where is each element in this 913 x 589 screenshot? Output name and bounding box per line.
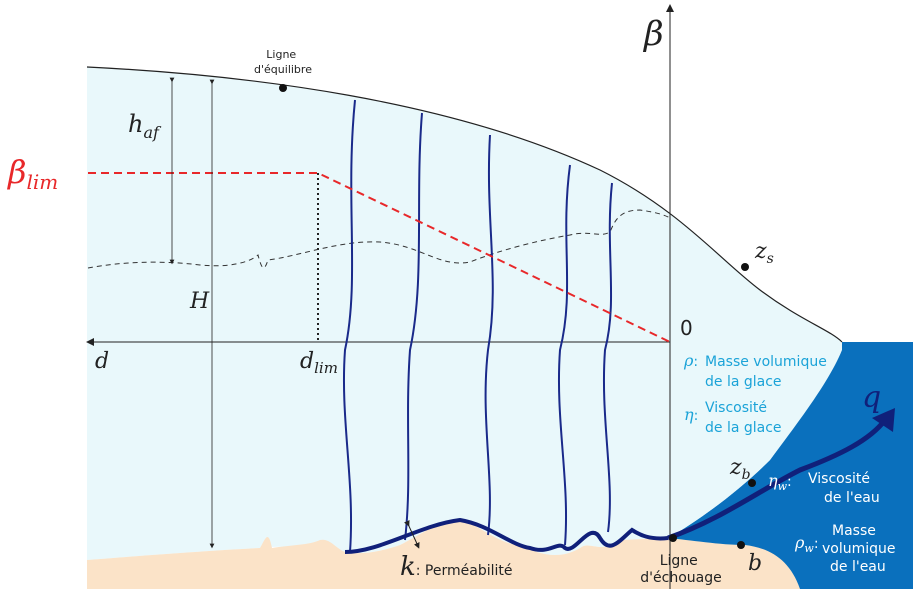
eta-ice-property: η:Viscosité de la glace (684, 400, 782, 436)
b-point (737, 541, 745, 549)
k-label: k: Perméabilité (400, 552, 513, 582)
beta-lim-label: βlim (7, 153, 58, 194)
eta-water-property: ηw:Viscosité de l'eau (768, 471, 880, 506)
zb-label: zb (729, 455, 751, 483)
equilibrium-line-label: Ligne d'équilibre (254, 48, 312, 76)
rho-water-property: ρw:Masse volumique de l'eau (794, 523, 900, 575)
beta-axis-label: β (642, 14, 664, 54)
ocean-water (668, 342, 913, 589)
equilibrium-line-point (279, 84, 287, 92)
d-lim-label: dlim (300, 349, 338, 377)
water-flow-arrow (667, 418, 887, 541)
ice-sheet (87, 67, 842, 560)
q-label: q (862, 380, 881, 415)
k-permeability-arrow (404, 520, 420, 549)
internal-flow-lines (342, 99, 613, 553)
h-af-label: haf (128, 110, 162, 142)
d-label: d (95, 349, 109, 374)
zs-label: zs (754, 239, 774, 267)
water-flow-arrowhead (872, 408, 895, 432)
zs-point (741, 263, 749, 271)
b-label: b (748, 551, 762, 576)
grounding-line-label: Ligne d'échouage (640, 553, 721, 586)
h-label: H (189, 289, 210, 314)
subglacial-channel (344, 517, 669, 554)
bedrock (87, 520, 800, 589)
origin-label: 0 (680, 316, 693, 340)
zb-point (748, 479, 756, 487)
rho-ice-property: ρ:Masse volumique de la glace (683, 351, 831, 390)
ice-surface-line (86, 66, 843, 343)
grounding-line-point (669, 534, 677, 542)
